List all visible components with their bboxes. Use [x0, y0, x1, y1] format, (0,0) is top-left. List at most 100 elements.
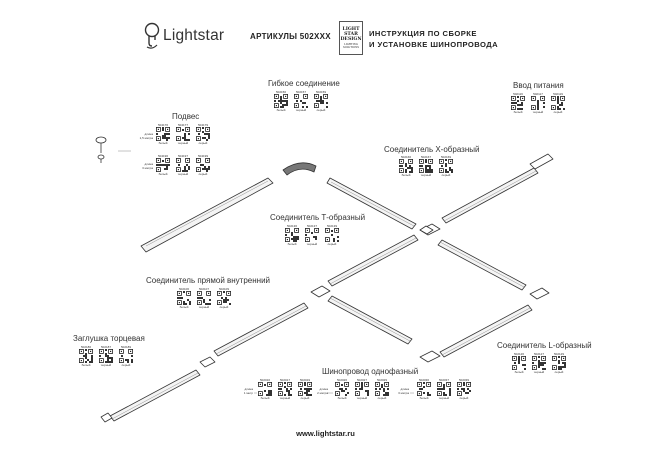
- qr-code-icon: [399, 159, 414, 174]
- suspension-title: Подвес: [172, 112, 200, 121]
- end-cap-title: Заглушка торцевая: [73, 334, 145, 343]
- qr-code-icon: [196, 158, 211, 173]
- qr-code-icon: [512, 356, 527, 371]
- qr-code-icon: [298, 382, 313, 397]
- qr-code-icon: [355, 382, 370, 397]
- brand-name: Lightstar: [163, 27, 225, 44]
- straight-connector-title: Соединитель прямой внутренний: [146, 276, 271, 285]
- qr-code-icon: [335, 382, 350, 397]
- qr-code-icon: [439, 159, 454, 174]
- qr-code-icon: [196, 127, 211, 142]
- qr-code-icon: [99, 349, 114, 364]
- track-rail: [109, 369, 201, 422]
- qr-code-icon: [79, 349, 94, 364]
- instruction-title: ИНСТРУКЦИЯ ПО СБОРКЕ И УСТАНОВКЕ ШИНОПРО…: [369, 28, 498, 50]
- qr-code-icon: [531, 96, 546, 111]
- badge-line1: LIGHT: [342, 27, 360, 32]
- qr-code-icon: [176, 158, 191, 173]
- qr-code-icon: [375, 382, 390, 397]
- badge-line3: DESIGN: [340, 37, 362, 42]
- lightstar-design-badge: LIGHT STAR DESIGN LIGHTING SOLUTIONS: [339, 21, 363, 55]
- qr-code-icon: [177, 291, 192, 306]
- track-rail: [326, 177, 417, 230]
- badge-sub2: SOLUTIONS: [343, 46, 359, 49]
- end-cap-part: [100, 412, 113, 423]
- qr-code-icon: [294, 94, 309, 109]
- qr-code-icon: [176, 127, 191, 142]
- website-link[interactable]: www.lightstar.ru: [296, 429, 355, 438]
- qr-code-icon: [156, 158, 171, 173]
- qr-code-icon: [156, 127, 171, 142]
- track-rail: [439, 304, 533, 358]
- t-connector-title: Соединитель Т-образный: [270, 213, 366, 222]
- qr-code-icon: [274, 94, 289, 109]
- power-input-title: Ввод питания: [513, 81, 564, 90]
- qr-code-icon: [437, 382, 452, 397]
- track-rail: [140, 177, 274, 253]
- badge-line2: STAR: [344, 32, 358, 37]
- qr-code-icon: [258, 382, 273, 397]
- qr-code-icon: [325, 228, 340, 243]
- qr-code-icon: [457, 382, 472, 397]
- instruction-line2: И УСТАНОВКЕ ШИНОПРОВОДА: [369, 40, 499, 49]
- qr-code-icon: [314, 94, 329, 109]
- track-rail: [327, 234, 419, 287]
- qr-code-icon: [285, 228, 300, 243]
- articles-label: АРТИКУЛЫ 502ХХХ: [250, 32, 331, 41]
- qr-code-icon: [417, 382, 432, 397]
- l-connector-title: Соединитель L-образный: [497, 341, 592, 350]
- track-title: Шинопровод однофазный: [322, 367, 419, 376]
- qr-code-icon: [551, 96, 566, 111]
- power-input-part: [529, 153, 554, 170]
- qr-code-icon: [532, 356, 547, 371]
- qr-code-icon: [552, 356, 567, 371]
- track-rail: [327, 295, 413, 345]
- qr-code-icon: [419, 159, 434, 174]
- qr-code-icon: [278, 382, 293, 397]
- straight-connector-part: [199, 356, 216, 368]
- qr-code-icon: [119, 349, 134, 364]
- t-connector-part: [310, 285, 331, 298]
